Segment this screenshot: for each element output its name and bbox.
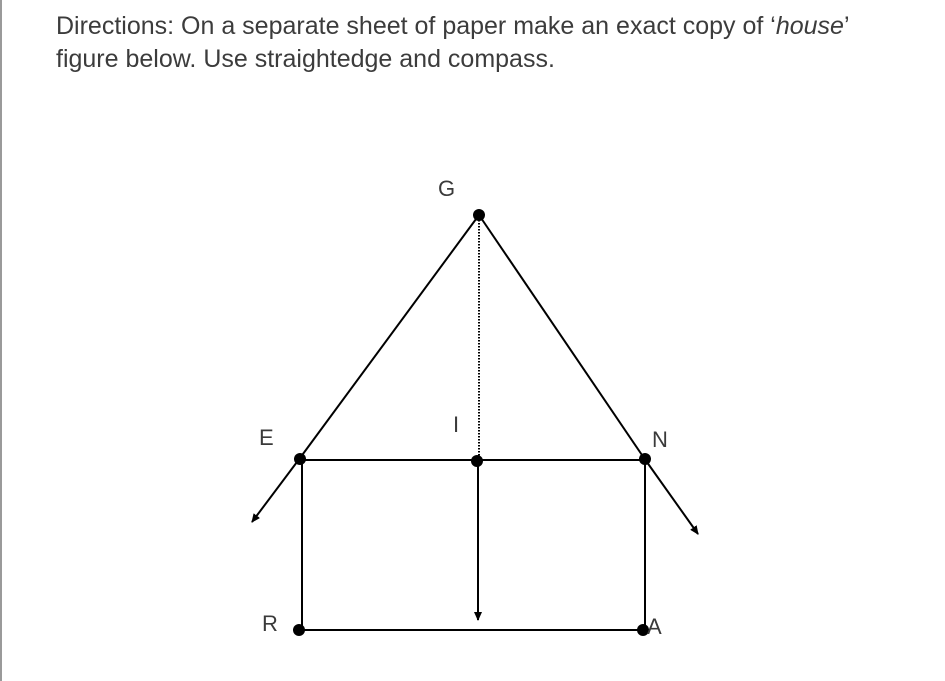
point-n: [639, 453, 651, 465]
directions-part-1: Directions: On a separate sheet of paper…: [56, 12, 776, 40]
label-e: E: [259, 425, 274, 450]
label-n: N: [652, 427, 668, 452]
label-i: I: [453, 412, 459, 437]
label-r: R: [262, 611, 278, 636]
ray-from-e: [251, 457, 301, 523]
segment-g-to-e: [299, 214, 480, 459]
label-g: G: [438, 176, 455, 201]
point-a: [637, 624, 649, 636]
point-g: [473, 209, 485, 221]
directions-text: Directions: On a separate sheet of paper…: [56, 10, 916, 76]
segment-g-to-n: [478, 214, 645, 459]
directions-emphasis: house: [775, 12, 844, 40]
point-e: [294, 453, 306, 465]
directions-part-2: ’ figure below. Use straightedge and com…: [56, 12, 849, 73]
point-i: [471, 455, 483, 467]
label-a: A: [647, 614, 662, 639]
ray-from-n: [643, 457, 699, 535]
point-r: [293, 624, 305, 636]
